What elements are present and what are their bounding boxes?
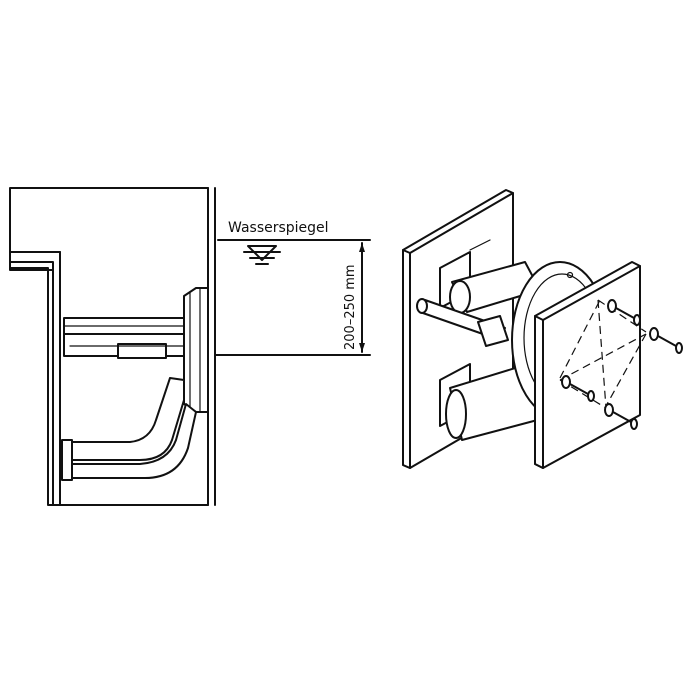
upper-pipe	[63, 317, 185, 359]
exploded-view	[402, 189, 683, 469]
screw-left	[561, 375, 595, 402]
water-level-label: Wasserspiegel	[228, 220, 329, 236]
wall-flange	[183, 287, 209, 413]
middle-rod	[416, 298, 509, 347]
dimension: 200–250 mm	[343, 242, 365, 353]
screw-right	[649, 327, 683, 354]
hole-centerlines	[559, 299, 647, 409]
section-view	[9, 187, 371, 506]
upper-cylinder	[449, 239, 541, 314]
water-level: Wasserspiegel	[217, 220, 371, 265]
screw-top	[607, 299, 641, 326]
pool-edge	[9, 251, 54, 506]
screw-bottom	[604, 403, 638, 430]
lower-pipe	[61, 377, 197, 481]
dimension-label: 200–250 mm	[343, 264, 358, 350]
